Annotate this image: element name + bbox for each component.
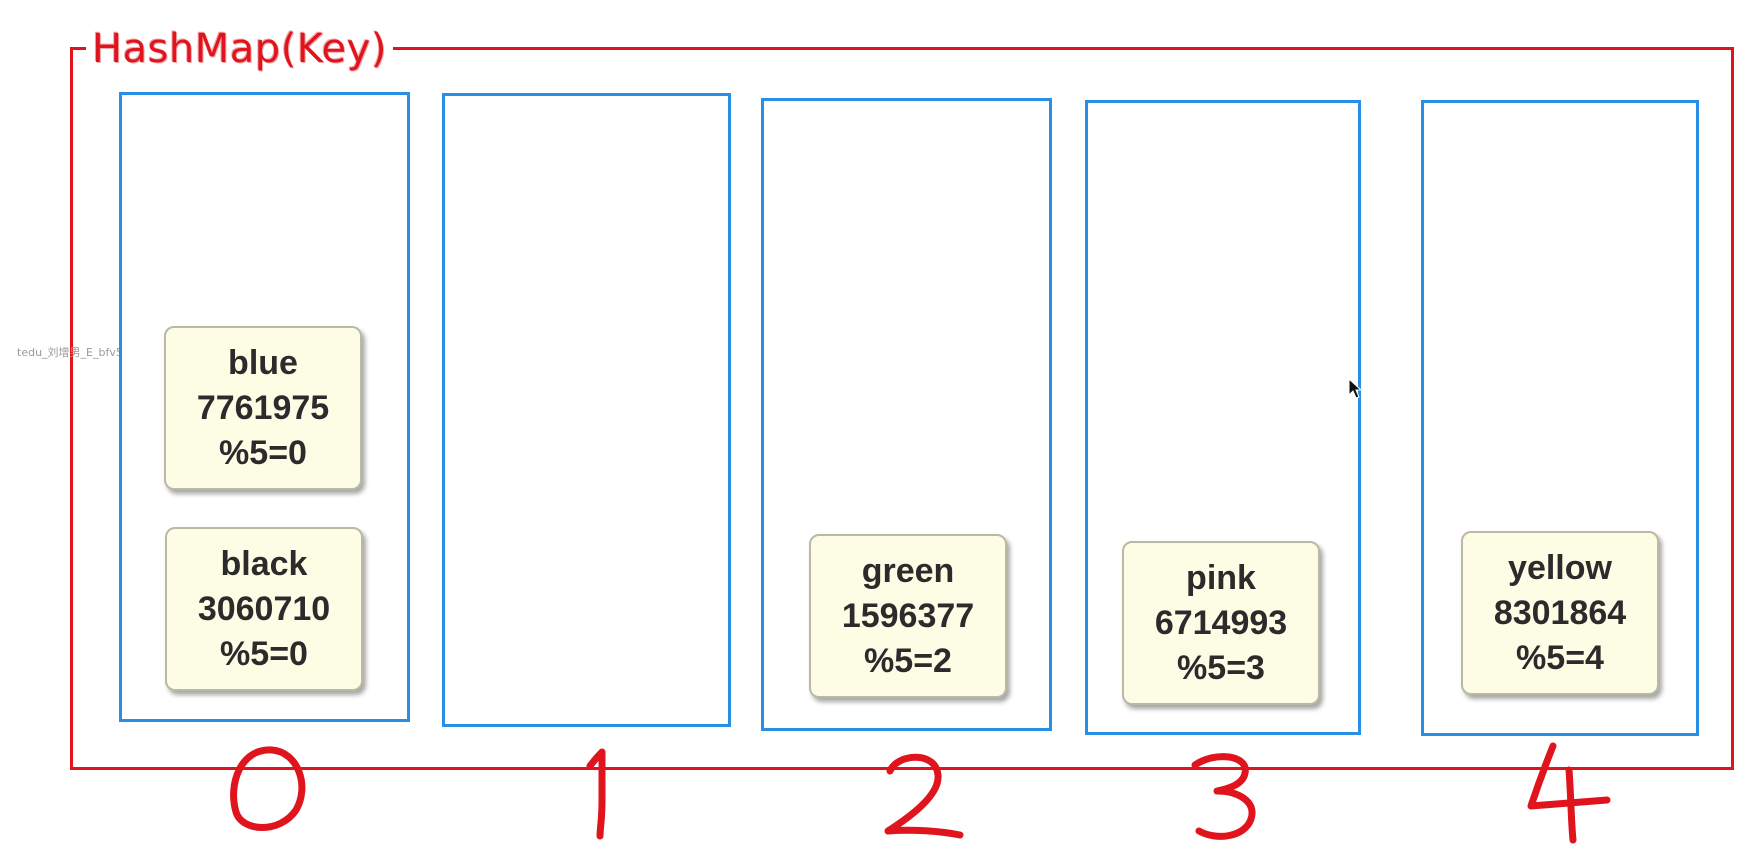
entry-key: blue — [228, 343, 298, 382]
entry-hash: 1596377 — [841, 596, 975, 635]
entry-key: pink — [1186, 558, 1256, 597]
entry-mod: %5=4 — [1516, 638, 1604, 677]
entry-hash: 7761975 — [196, 388, 330, 427]
entry-mod: %5=3 — [1177, 648, 1265, 687]
bucket-index-4 — [1505, 740, 1625, 844]
bucket-index-2 — [860, 745, 980, 845]
entry-key: green — [861, 551, 955, 590]
entry-blue: blue 7761975 %5=0 — [164, 326, 362, 490]
entry-key: black — [220, 544, 308, 583]
bucket-index-3 — [1165, 745, 1285, 845]
entry-pink: pink 6714993 %5=3 — [1122, 541, 1320, 705]
entry-green: green 1596377 %5=2 — [809, 534, 1007, 698]
diagram-title: HashMap(Key) — [86, 22, 393, 76]
entry-key: yellow — [1508, 548, 1612, 587]
hashmap-frame — [70, 47, 1734, 770]
watermark-text: tedu_刘增男_E_bfv5qar — [17, 346, 142, 359]
entry-mod: %5=0 — [219, 433, 307, 472]
entry-mod: %5=0 — [220, 634, 308, 673]
entry-hash: 8301864 — [1493, 593, 1627, 632]
entry-hash: 3060710 — [197, 589, 331, 628]
bucket-1 — [442, 93, 731, 727]
entry-yellow: yellow 8301864 %5=4 — [1461, 531, 1659, 695]
bucket-index-1 — [540, 742, 660, 842]
entry-mod: %5=2 — [864, 641, 952, 680]
mouse-cursor-icon — [1348, 377, 1364, 400]
entry-black: black 3060710 %5=0 — [165, 527, 363, 691]
entry-hash: 6714993 — [1154, 603, 1288, 642]
bucket-index-0 — [210, 740, 330, 840]
